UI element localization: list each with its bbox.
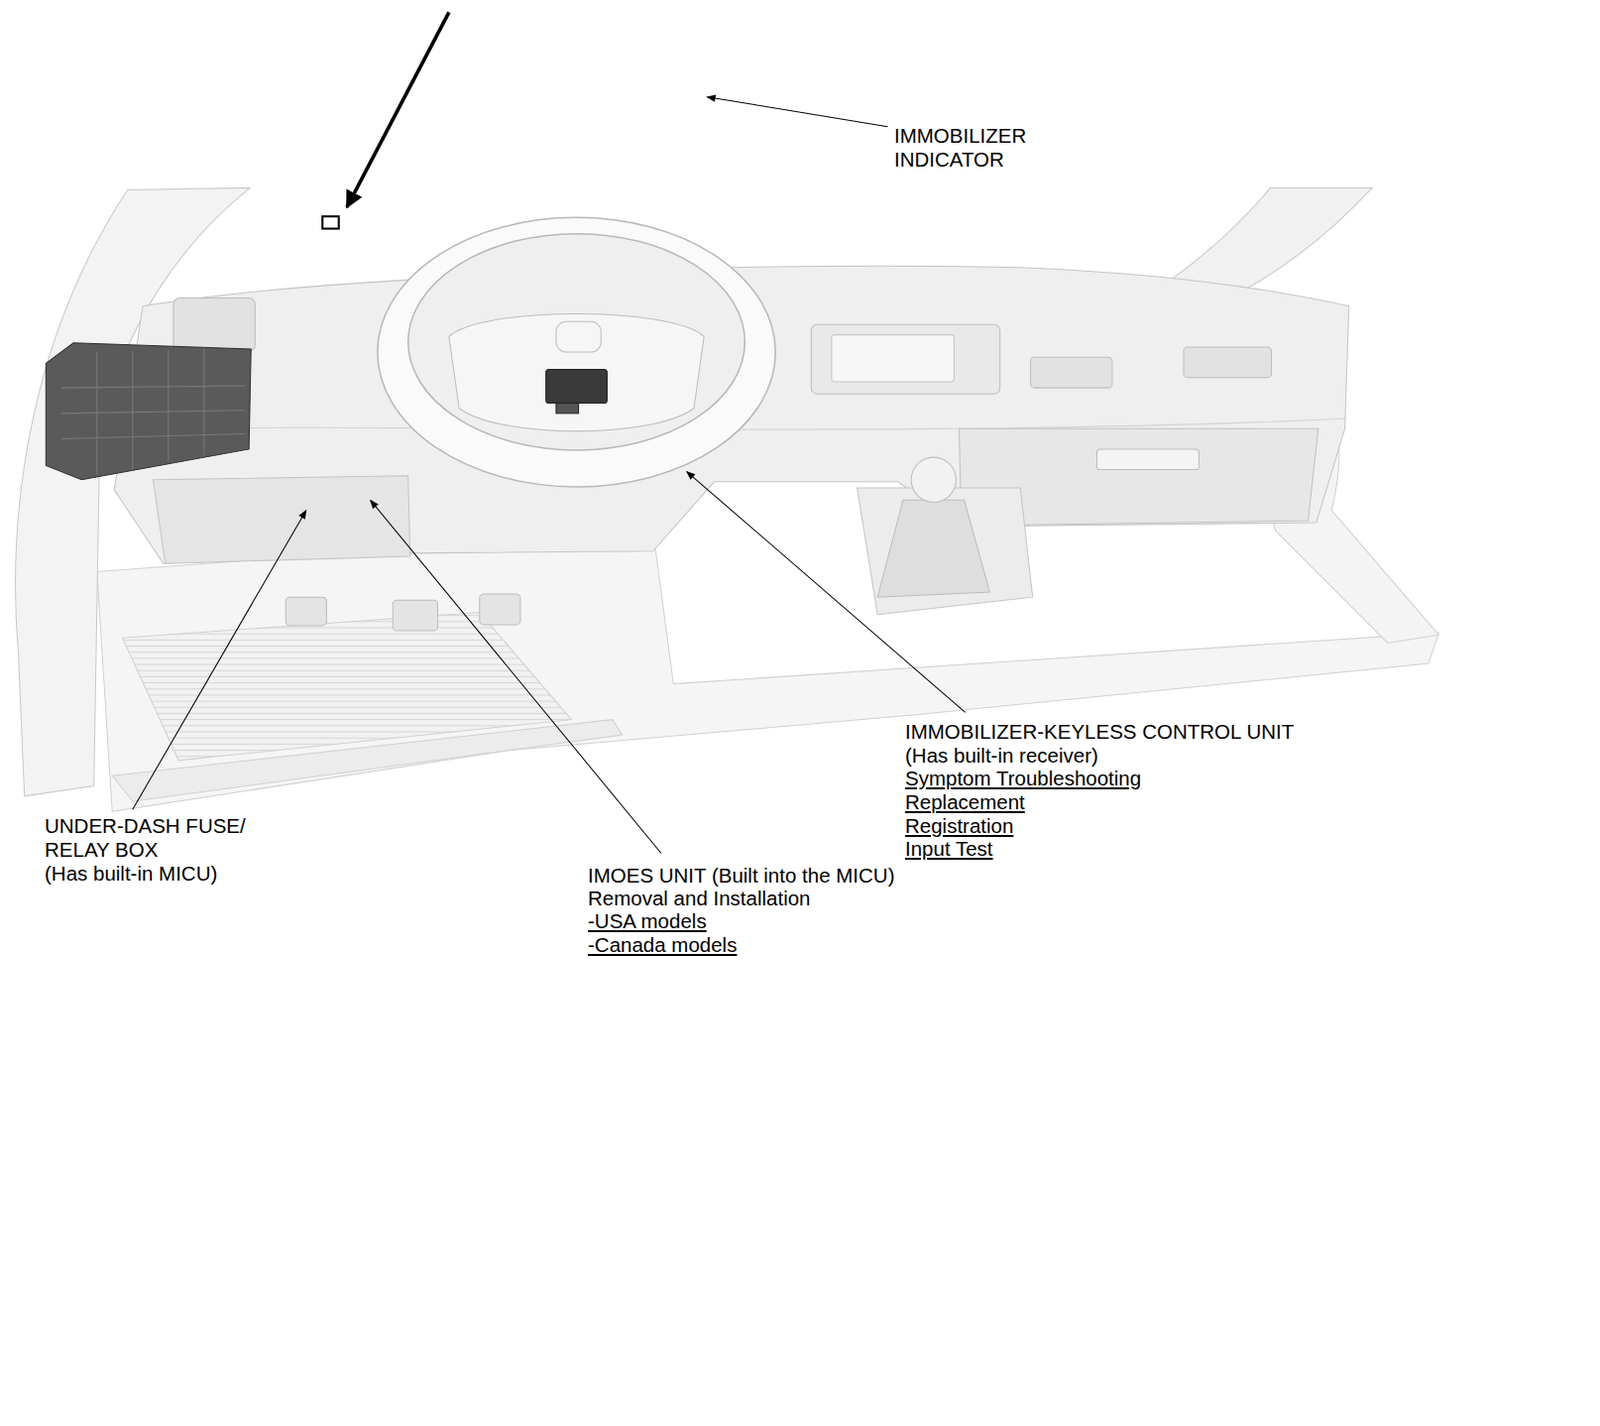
steering-hub (449, 314, 704, 432)
part-note: (Has built-in receiver) (905, 743, 1099, 768)
knee-bolster (152, 475, 410, 565)
leader-line (370, 499, 662, 853)
part-note: (Has built-in MICU) (44, 861, 218, 886)
pedal (285, 596, 327, 626)
shift-boot (877, 499, 990, 597)
part-name: IMMOBILIZER-KEYLESS CONTROL UNIT (905, 719, 1294, 744)
leader-line (132, 510, 307, 810)
vent (173, 298, 255, 352)
callout-label: IMMOBILIZER INDICATOR (894, 123, 1063, 171)
vent (1183, 346, 1272, 378)
link-text: -Canada models (587, 932, 737, 957)
fuse-box-grid (61, 348, 245, 475)
part-name: IMOES UNIT (Built into the MICU) (587, 863, 895, 888)
unit-connector (556, 403, 579, 414)
link-text: Input Test (905, 836, 994, 861)
floor (97, 530, 1440, 811)
steering-wheel (377, 217, 776, 487)
indicator-mark (322, 216, 339, 229)
audio-screen (831, 335, 955, 382)
vent (1030, 356, 1113, 388)
part-name: UNDER-DASH FUSE/ RELAY BOX (44, 813, 288, 861)
part-note: Removal and Installation (587, 886, 811, 911)
audio-unit (810, 324, 1000, 394)
center-console (857, 487, 1033, 615)
link-text: -USA models (587, 909, 707, 933)
shift-knob (911, 457, 956, 502)
link-text: Replacement (905, 790, 1026, 814)
door-sill (112, 719, 623, 801)
glove-box-handle (1096, 449, 1199, 470)
steering-wheel-inner (408, 233, 746, 451)
keyless-control-unit (546, 369, 608, 404)
pedal (392, 599, 438, 631)
link-text: Registration (905, 813, 1014, 838)
fuse-relay-box (45, 342, 251, 480)
leader-line (706, 97, 888, 127)
dash-edge (152, 418, 1347, 430)
pedal (479, 593, 521, 625)
leader-line (686, 471, 966, 713)
link-text: Symptom Troubleshooting (905, 766, 1142, 791)
bold-arrow (346, 11, 450, 208)
steering-logo (556, 321, 601, 352)
